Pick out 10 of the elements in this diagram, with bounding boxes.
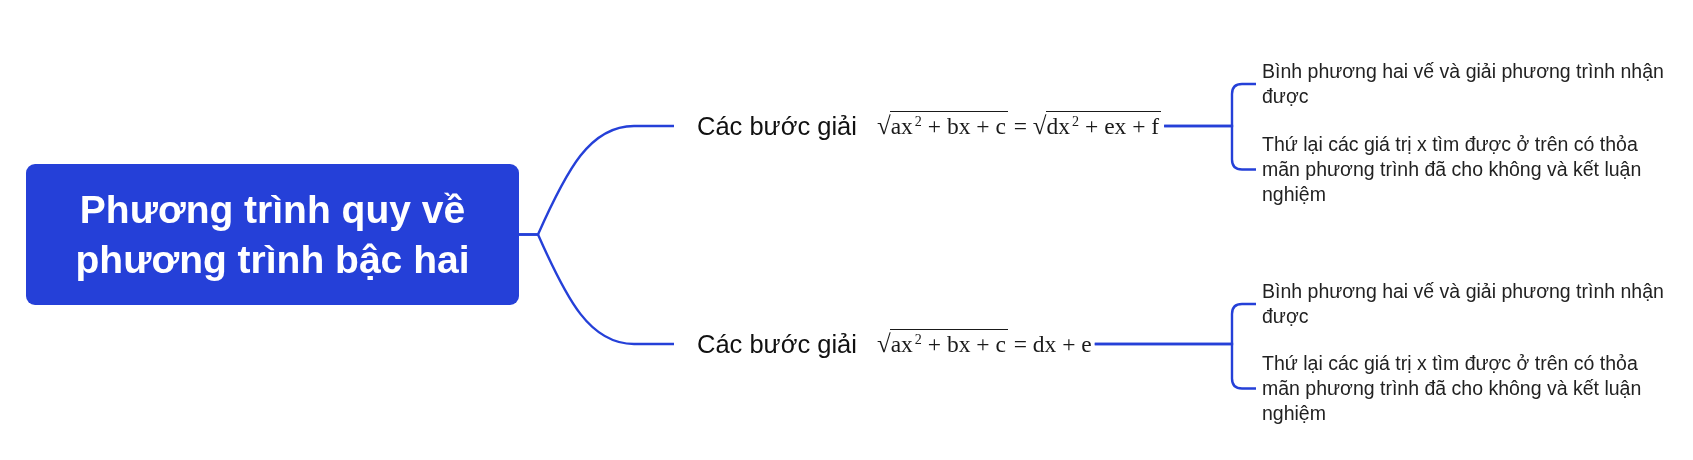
central-topic: Phương trình quy về phương trình bậc hai bbox=[26, 164, 519, 305]
topic-label: Các bước giải bbox=[697, 329, 857, 359]
subtopic-text: Bình phương hai vế và giải phương trình nhận được bbox=[1256, 59, 1675, 109]
subtopic-text: Thứ lại các giá trị x tìm được ở trên có thỏa mãn phương trình đã cho không và kết luận nghiệm bbox=[1256, 132, 1675, 207]
formula: √ax$^{2}$ + bx + c = dx + e bbox=[876, 329, 1093, 359]
branch-line bbox=[519, 233, 674, 346]
formula: √ax$^{2}$ + bx + c = √dx$^{2}$ + ex + f bbox=[876, 111, 1163, 141]
subtopic-text: Bình phương hai vế và giải phương trình nhận được bbox=[1256, 279, 1675, 329]
subtopic-text: Thứ lại các giá trị x tìm được ở trên có thỏa mãn phương trình đã cho không và kết luận nghiệm bbox=[1256, 351, 1675, 426]
topic-label: Các bước giải bbox=[697, 111, 857, 141]
